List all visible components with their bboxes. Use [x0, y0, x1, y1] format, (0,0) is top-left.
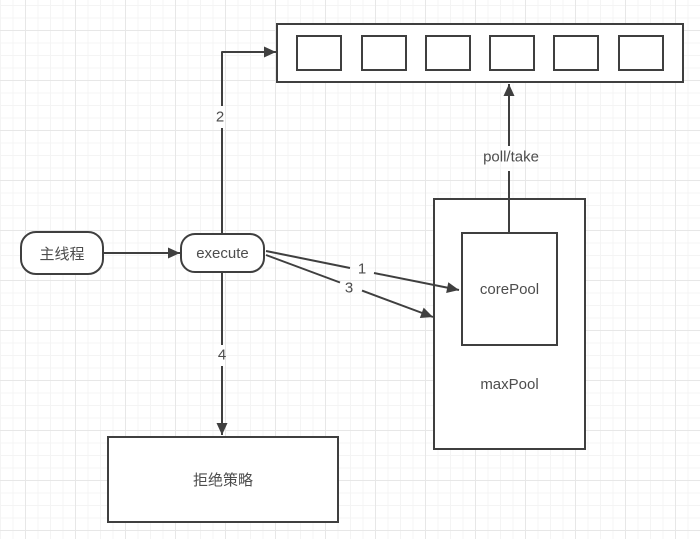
- node-main-thread: 主线程: [20, 231, 104, 275]
- queue-slot: [424, 35, 471, 71]
- execute-label: execute: [196, 244, 249, 262]
- reject-policy-label: 拒绝策略: [192, 472, 253, 489]
- edge-label-poll-take: poll/take: [483, 148, 539, 166]
- node-core-pool: corePool: [461, 232, 558, 346]
- node-task-queue: [276, 23, 684, 83]
- main-thread-label: 主线程: [39, 245, 85, 263]
- edge-label-step3: 3: [344, 279, 354, 297]
- edge-execute-to-maxpool-a: [265, 254, 341, 284]
- edge-execute-to-maxpool-b: [361, 289, 434, 318]
- edge-execute-to-corepool-a: [265, 250, 351, 269]
- edge-label-step4: 4: [217, 346, 227, 364]
- queue-slot: [617, 35, 664, 71]
- node-execute: execute: [180, 233, 265, 273]
- queue-slot: [360, 35, 407, 71]
- queue-slot: [296, 35, 343, 71]
- edge-label-step2: 2: [215, 108, 225, 126]
- max-pool-label: maxPool: [480, 376, 539, 393]
- node-reject-policy: 拒绝策略: [107, 436, 339, 523]
- queue-slot: [489, 35, 536, 71]
- core-pool-label: corePool: [479, 280, 540, 298]
- edge-execute-to-queue-b: [221, 46, 276, 106]
- queue-slot: [553, 35, 600, 71]
- edge-label-step1: 1: [357, 260, 367, 278]
